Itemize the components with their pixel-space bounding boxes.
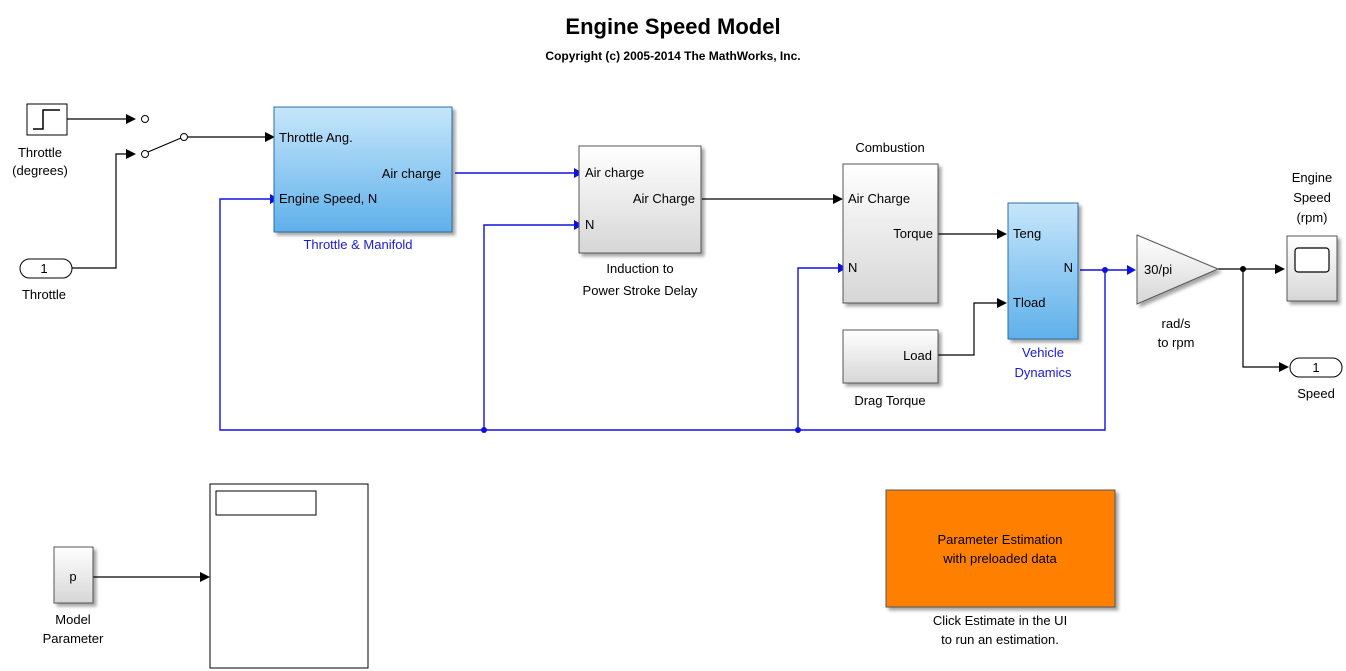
estimation-button-label: Parameter Estimation [938, 532, 1063, 547]
feedback-wire-induction[interactable] [483, 224, 574, 430]
copyright-text: Copyright (c) 2005-2014 The MathWorks, I… [545, 49, 800, 63]
step-icon [33, 109, 60, 130]
scope-block[interactable] [1286, 235, 1338, 302]
arrowhead [1279, 362, 1289, 372]
load-wire[interactable] [938, 302, 997, 356]
switch-lever [147, 137, 182, 153]
port-label: N [848, 260, 857, 275]
throttle-step-label: (degrees) [12, 163, 68, 178]
port-label: Torque [893, 226, 933, 241]
arrowhead [833, 194, 843, 204]
outport-body [1289, 357, 1343, 378]
scope-label: Speed [1293, 190, 1331, 205]
model-parameter-block[interactable]: p [53, 546, 94, 604]
gain-label: to rpm [1158, 335, 1195, 350]
speed-outport-label: Speed [1297, 386, 1335, 401]
port-label: N [1064, 260, 1073, 275]
feedback-wire-throttle[interactable] [219, 198, 1106, 431]
throttle-inport-label: Throttle [22, 287, 66, 302]
throttle-step-block[interactable] [26, 103, 68, 136]
parameter-estimation-button[interactable]: Parameter Estimation with preloaded data [885, 489, 1116, 608]
drag-torque-label: Drag Torque [854, 393, 925, 408]
block-body [578, 145, 702, 254]
port-label: Teng [1013, 226, 1041, 241]
scope-label: Engine [1292, 170, 1332, 185]
subsystem-body [1007, 202, 1079, 340]
combustion-block[interactable]: Air Charge Torque N [842, 163, 939, 304]
inport-number: 1 [40, 261, 47, 276]
port-label: Tload [1013, 295, 1046, 310]
arrowhead [200, 572, 210, 582]
display-block[interactable] [209, 483, 369, 669]
arrowhead [126, 114, 136, 124]
switch-contact [180, 133, 188, 141]
inport-body [19, 258, 73, 279]
switch-contact [141, 150, 149, 158]
drag-torque-block[interactable]: Load [842, 329, 939, 384]
port-label: Throttle Ang. [279, 130, 353, 145]
speed-outport[interactable]: 1 [1289, 357, 1343, 378]
gain-block[interactable]: 30/pi [1136, 234, 1220, 305]
induction-label: Power Stroke Delay [583, 283, 698, 298]
throttle-step-label: Throttle [18, 145, 62, 160]
estimation-button-body [885, 489, 1116, 608]
port-label: Air Charge [848, 191, 910, 206]
port-label: Load [903, 348, 932, 363]
branch-point [1102, 267, 1108, 273]
port-label: Air charge [585, 165, 644, 180]
vehicle-dynamics-label: Dynamics [1014, 365, 1072, 380]
gain-to-outport-wire[interactable] [1242, 269, 1279, 368]
branch-point [481, 427, 487, 433]
estimation-note: Click Estimate in the UI [933, 613, 1067, 628]
vehicle-dynamics-subsystem[interactable]: Teng N Tload [1007, 202, 1079, 340]
inport-wire[interactable] [72, 153, 126, 269]
branch-point [1240, 266, 1246, 272]
manual-switch[interactable] [141, 115, 188, 158]
feedback-wire-combustion[interactable] [797, 267, 838, 430]
arrowhead [997, 229, 1007, 239]
arrowhead [1275, 264, 1285, 274]
step-block-body [26, 103, 68, 136]
arrowhead [1127, 265, 1136, 275]
throttle-manifold-subsystem[interactable]: Throttle Ang. Air charge Engine Speed, N [273, 106, 453, 233]
signal-wires [67, 114, 1289, 582]
model-parameter-label: Parameter [43, 631, 104, 646]
port-label: Engine Speed, N [279, 191, 377, 206]
display-value-field [215, 490, 317, 516]
vehicle-dynamics-label: Vehicle [1022, 345, 1064, 360]
port-label: N [585, 217, 594, 232]
block-body [842, 163, 939, 304]
switch-contact [141, 115, 149, 123]
outport-number: 1 [1312, 360, 1319, 375]
throttle-manifold-label: Throttle & Manifold [303, 237, 412, 252]
estimation-note: to run an estimation. [941, 632, 1059, 647]
parameter-value: p [69, 569, 76, 584]
subsystem-body [273, 106, 453, 233]
combustion-label: Combustion [855, 140, 924, 155]
gain-value: 30/pi [1144, 262, 1172, 277]
block-body [842, 329, 939, 384]
induction-delay-block[interactable]: Air charge Air Charge N [578, 145, 702, 254]
arrowhead [126, 149, 136, 159]
model-parameter-label: Model [55, 612, 91, 627]
arrowhead [265, 132, 275, 142]
gain-label: rad/s [1162, 316, 1191, 331]
estimation-button-label: with preloaded data [942, 551, 1057, 566]
arrowhead [997, 298, 1007, 308]
block-body [53, 546, 94, 604]
throttle-inport[interactable]: 1 [19, 258, 73, 279]
port-label: Air charge [382, 166, 441, 181]
port-label: Air Charge [633, 191, 695, 206]
gain-body [1136, 234, 1220, 305]
scope-label: (rpm) [1296, 210, 1327, 225]
scope-screen-icon [1294, 247, 1330, 273]
induction-label: Induction to [606, 261, 673, 276]
branch-point [795, 427, 801, 433]
page-title: Engine Speed Model [565, 14, 780, 39]
